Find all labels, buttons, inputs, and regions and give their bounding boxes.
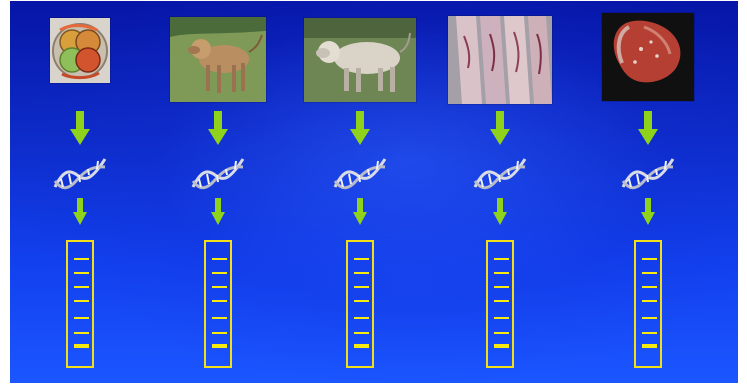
down-arrow-icon <box>350 111 370 145</box>
gel-band <box>494 272 509 274</box>
down-arrow-small-svg <box>353 198 367 225</box>
trace-column-cow <box>304 1 416 383</box>
down-arrow-icon <box>353 198 367 225</box>
trace-column-calf <box>170 1 266 383</box>
gel-band-double <box>212 344 227 348</box>
gel-band <box>212 272 227 274</box>
gel-band <box>494 332 509 334</box>
gel-band <box>642 258 657 260</box>
down-arrow-icon <box>208 111 228 145</box>
gel-lane-icon <box>486 240 514 368</box>
down-arrow-svg <box>490 111 510 145</box>
gel-band <box>74 300 89 302</box>
calf-illustration <box>170 17 266 102</box>
gel-band <box>354 300 369 302</box>
gel-band <box>74 258 89 260</box>
dna-helix-svg <box>191 158 245 190</box>
gel-lane-icon <box>66 240 94 368</box>
gel-band <box>74 332 89 334</box>
gel-band <box>642 272 657 274</box>
trace-column-embryo <box>48 1 112 383</box>
embryo-illustration <box>50 18 110 83</box>
down-arrow-small-svg <box>641 198 655 225</box>
gel-band <box>212 300 227 302</box>
gel-band <box>212 258 227 260</box>
gel-band <box>212 286 227 288</box>
slide-canvas <box>10 1 738 383</box>
down-arrow-svg <box>638 111 658 145</box>
dna-helix-icon <box>51 151 109 195</box>
dna-helix-icon <box>619 151 677 195</box>
down-arrow-small-svg <box>493 198 507 225</box>
gel-band <box>354 272 369 274</box>
down-arrow-small-svg <box>73 198 87 225</box>
dna-helix-svg <box>621 158 675 190</box>
down-arrow-small-svg <box>211 198 225 225</box>
trace-column-carcass <box>448 1 552 383</box>
down-arrow-icon <box>490 111 510 145</box>
down-arrow-icon <box>641 198 655 225</box>
gel-band <box>494 300 509 302</box>
gel-lane-icon <box>346 240 374 368</box>
gel-band <box>74 317 89 319</box>
gel-band <box>74 286 89 288</box>
gel-band <box>642 300 657 302</box>
down-arrow-icon <box>70 111 90 145</box>
down-arrow-icon <box>211 198 225 225</box>
gel-band-double <box>642 344 657 348</box>
gel-band <box>494 286 509 288</box>
dna-helix-icon <box>471 151 529 195</box>
gel-band <box>494 258 509 260</box>
gel-band <box>212 332 227 334</box>
down-arrow-icon <box>493 198 507 225</box>
gel-band <box>642 286 657 288</box>
dna-helix-svg <box>473 158 527 190</box>
down-arrow-icon <box>638 111 658 145</box>
gel-band-double <box>494 344 509 348</box>
trace-column-steak <box>602 1 694 383</box>
gel-band <box>74 272 89 274</box>
embryo-photo-icon <box>50 18 110 83</box>
gel-band <box>354 332 369 334</box>
steak-photo-icon <box>602 13 694 101</box>
gel-band <box>354 258 369 260</box>
gel-band <box>494 317 509 319</box>
down-arrow-icon <box>73 198 87 225</box>
cow-photo-icon <box>304 18 416 102</box>
carcass-illustration <box>448 16 552 104</box>
gel-lane-icon <box>634 240 662 368</box>
gel-band <box>354 317 369 319</box>
dna-helix-svg <box>53 158 107 190</box>
gel-band <box>354 286 369 288</box>
gel-band-double <box>354 344 369 348</box>
gel-band-double <box>74 344 89 348</box>
dna-helix-icon <box>331 151 389 195</box>
down-arrow-svg <box>208 111 228 145</box>
gel-band <box>642 317 657 319</box>
gel-band <box>642 332 657 334</box>
steak-illustration <box>602 13 694 101</box>
calf-photo-icon <box>170 17 266 102</box>
cow-illustration <box>304 18 416 102</box>
gel-lane-icon <box>204 240 232 368</box>
carcass-photo-icon <box>448 16 552 104</box>
down-arrow-svg <box>70 111 90 145</box>
dna-helix-icon <box>189 151 247 195</box>
gel-band <box>212 317 227 319</box>
dna-helix-svg <box>333 158 387 190</box>
down-arrow-svg <box>350 111 370 145</box>
